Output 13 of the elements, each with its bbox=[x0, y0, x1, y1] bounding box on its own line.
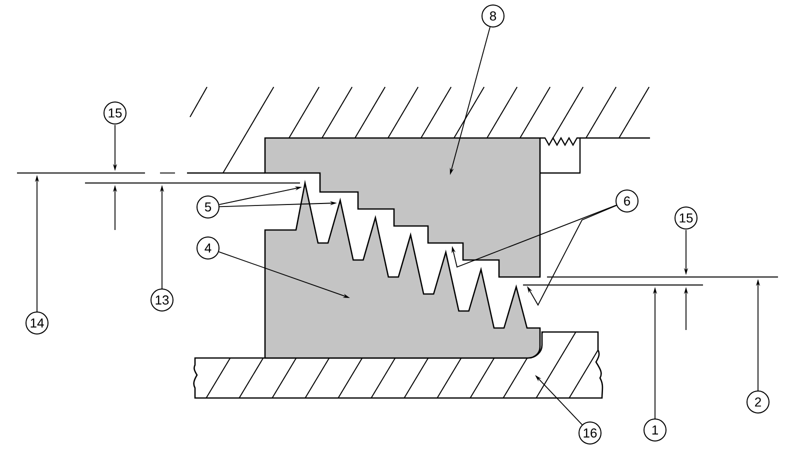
callout-number: 15 bbox=[104, 102, 126, 124]
leader-line bbox=[527, 205, 617, 306]
callout-number: 5 bbox=[196, 196, 220, 218]
callout-number: 14 bbox=[26, 312, 48, 334]
callout-number: 1 bbox=[644, 418, 666, 442]
callout-number: 16 bbox=[578, 422, 602, 444]
leader-line bbox=[452, 204, 617, 268]
callout-number: 6 bbox=[616, 190, 638, 212]
callout-number: 8 bbox=[482, 4, 504, 28]
callout-number: 4 bbox=[196, 236, 220, 260]
callout-number: 15 bbox=[674, 206, 698, 230]
callout-number: 13 bbox=[150, 288, 174, 312]
callout-number: 2 bbox=[746, 390, 770, 414]
